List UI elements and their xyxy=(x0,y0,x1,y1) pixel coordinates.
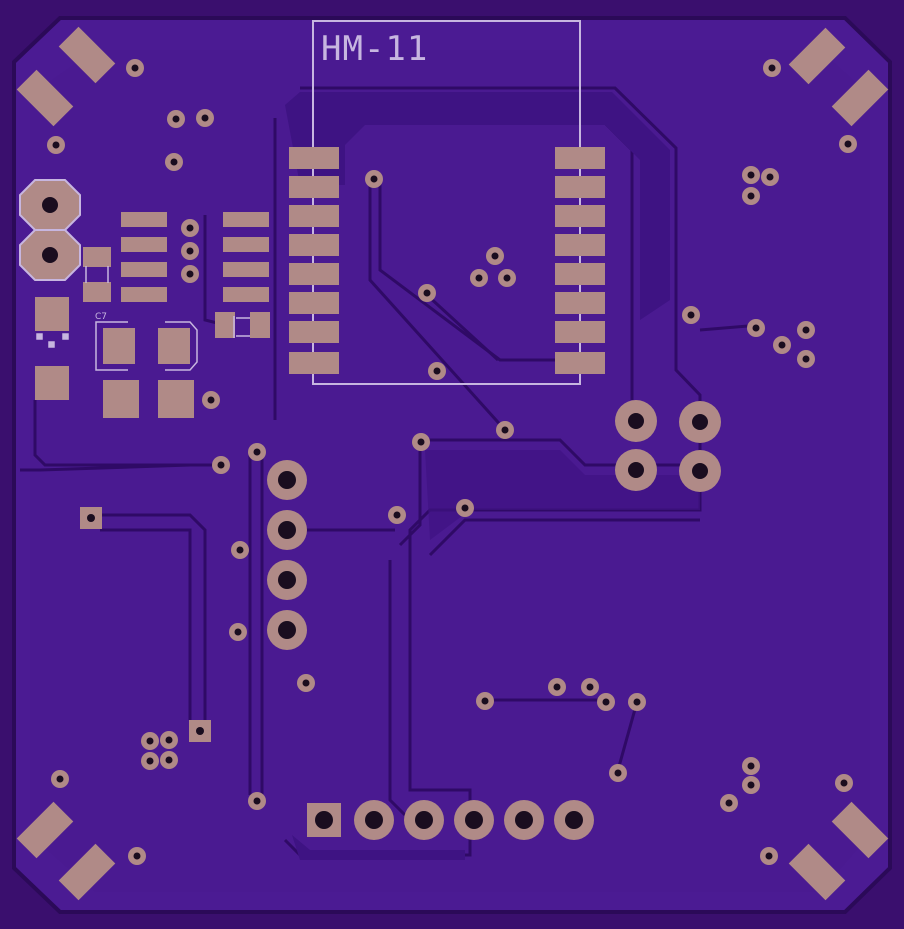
via-drill xyxy=(170,158,178,166)
module-outline xyxy=(312,20,581,385)
via-drill xyxy=(236,546,244,554)
power-connector xyxy=(19,179,81,281)
via-drill xyxy=(370,175,378,183)
via-drill xyxy=(491,252,499,260)
via-drill xyxy=(768,64,776,72)
via-drill xyxy=(802,326,810,334)
via-drill xyxy=(423,289,431,297)
via-drill xyxy=(747,171,755,179)
via-drill xyxy=(146,757,154,765)
via-drill xyxy=(747,762,755,770)
vias xyxy=(47,59,857,865)
via-drill xyxy=(146,737,154,745)
via-drill xyxy=(417,438,425,446)
passive-pads xyxy=(35,247,270,418)
ic-pads-left xyxy=(121,212,167,302)
via-drill xyxy=(481,697,489,705)
via-drill xyxy=(131,64,139,72)
via-drill xyxy=(687,311,695,319)
via-drill xyxy=(765,852,773,860)
via-drill xyxy=(802,355,810,363)
via-drill xyxy=(725,799,733,807)
via-drill xyxy=(586,683,594,691)
via-drill xyxy=(840,779,848,787)
capacitor-label: C7 xyxy=(95,312,107,322)
via-drill xyxy=(393,511,401,519)
copper-fill-areas xyxy=(285,92,700,860)
via-drill xyxy=(186,247,194,255)
module-label: HM-11 xyxy=(321,29,428,69)
module-pads-right xyxy=(555,147,605,374)
via-drill xyxy=(433,367,441,375)
via-drill xyxy=(633,698,641,706)
bottom-header xyxy=(307,800,594,840)
via-drill xyxy=(186,270,194,278)
via-drill xyxy=(165,756,173,764)
via-drill xyxy=(302,679,310,687)
vertical-header xyxy=(267,460,307,650)
via-drill xyxy=(553,683,561,691)
via-drill xyxy=(133,852,141,860)
via-drill xyxy=(501,426,509,434)
via-drill xyxy=(844,140,852,148)
corner-pads xyxy=(16,26,889,901)
via-drill xyxy=(503,274,511,282)
via-drill xyxy=(56,775,64,783)
via-drill xyxy=(207,396,215,404)
via-drill xyxy=(747,781,755,789)
via-drill xyxy=(461,504,469,512)
via-drill xyxy=(602,698,610,706)
via-drill xyxy=(217,461,225,469)
via-drill xyxy=(172,115,180,123)
via-drill xyxy=(234,628,242,636)
ic-pads-right xyxy=(223,212,269,302)
module-pads-left xyxy=(289,147,339,374)
via-drill xyxy=(747,192,755,200)
via-drill xyxy=(253,797,261,805)
via-drill xyxy=(752,324,760,332)
via-drill xyxy=(201,114,209,122)
via-drill xyxy=(52,141,60,149)
via-drill xyxy=(778,341,786,349)
via-drill xyxy=(186,224,194,232)
via-drill xyxy=(614,769,622,777)
via-drill xyxy=(165,736,173,744)
test-pads xyxy=(80,507,211,742)
via-drill xyxy=(766,173,774,181)
button-pads xyxy=(615,400,721,492)
passive-silkscreen xyxy=(36,266,250,371)
via-drill xyxy=(475,274,483,282)
via-drill xyxy=(253,448,261,456)
